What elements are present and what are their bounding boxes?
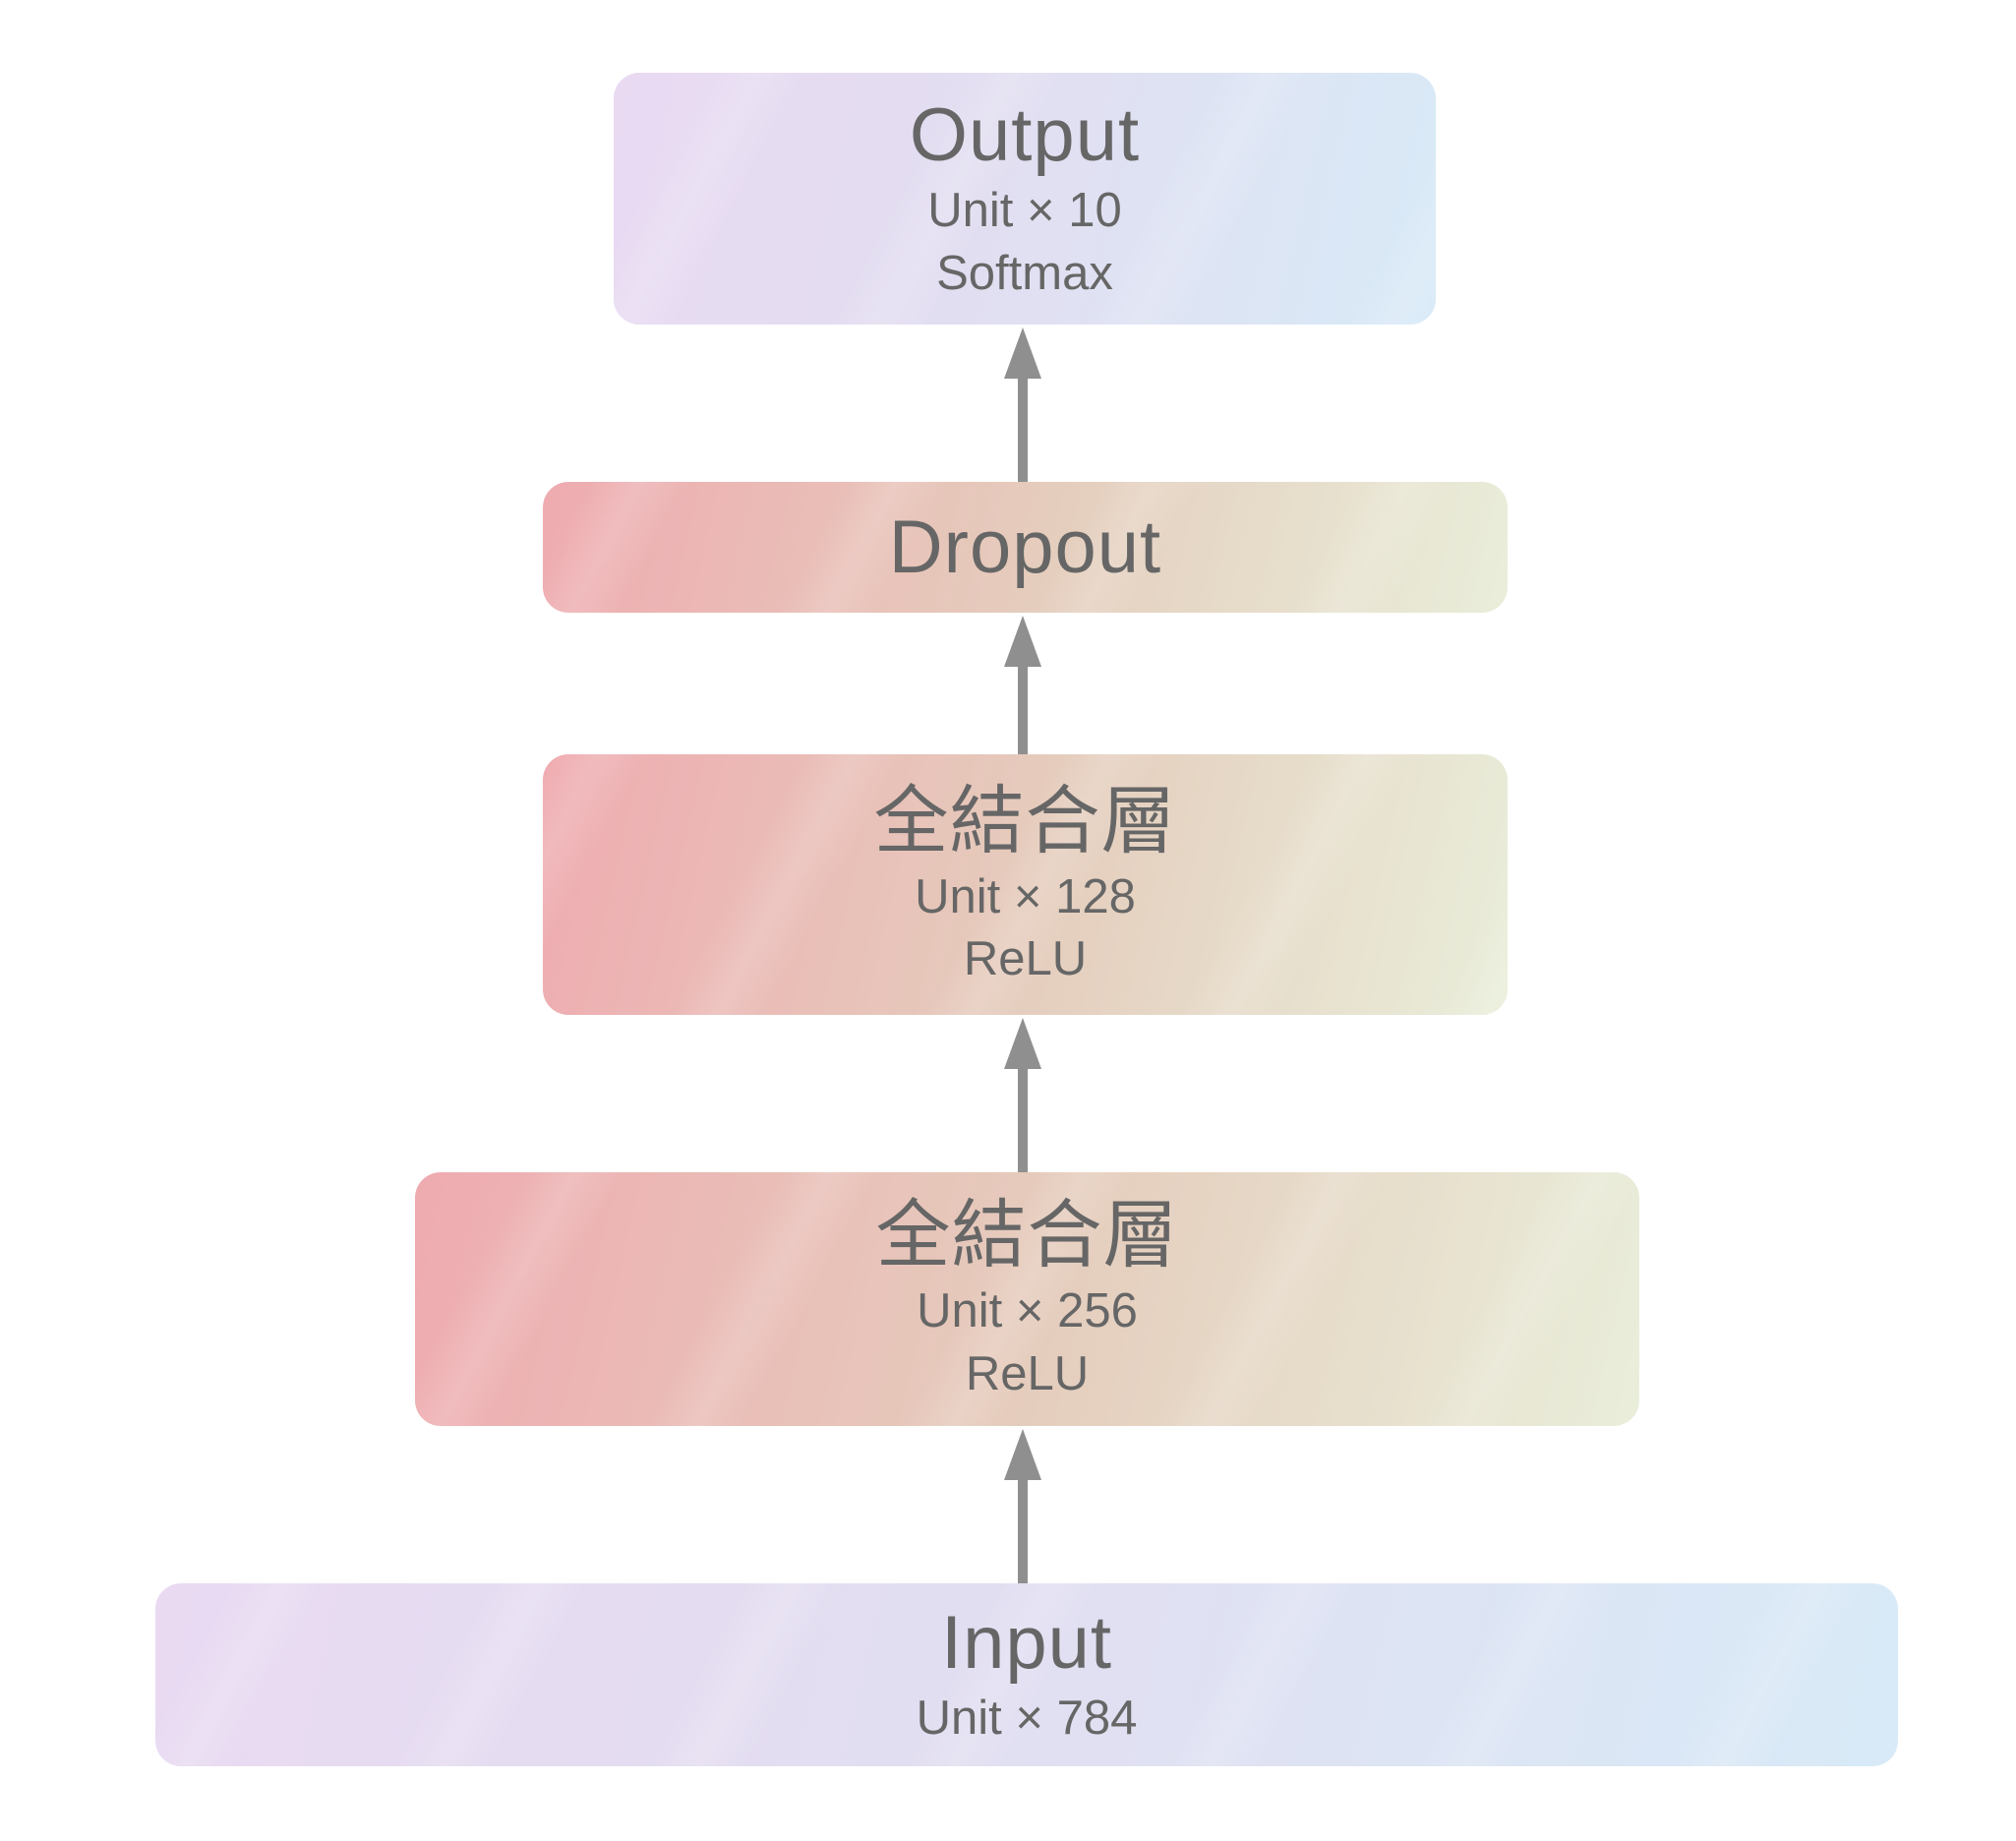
layer-subtitle: Unit × 10 bbox=[927, 184, 1122, 238]
layer-title: 全結合層 bbox=[873, 779, 1177, 863]
layer-subtitle: Unit × 256 bbox=[917, 1284, 1138, 1338]
arrow-shaft bbox=[1018, 667, 1028, 754]
arrow-up-icon bbox=[1004, 327, 1041, 482]
arrow-head bbox=[1004, 327, 1041, 379]
arrow-shaft bbox=[1018, 1069, 1028, 1172]
layer-subtitle: Softmax bbox=[936, 246, 1113, 300]
arrow-shaft bbox=[1018, 379, 1028, 482]
layer-title: Dropout bbox=[888, 505, 1162, 589]
layer-title: Output bbox=[909, 93, 1141, 178]
layer-box-dense-128: 全結合層 Unit × 128 ReLU bbox=[543, 754, 1508, 1015]
arrow-head bbox=[1004, 616, 1041, 667]
layer-title: 全結合層 bbox=[875, 1194, 1179, 1278]
layer-subtitle: Unit × 784 bbox=[916, 1691, 1138, 1745]
arrow-shaft bbox=[1018, 1480, 1028, 1583]
layer-box-output: Output Unit × 10 Softmax bbox=[614, 73, 1436, 325]
arrow-up-icon bbox=[1004, 1018, 1041, 1172]
layer-subtitle: ReLU bbox=[965, 1346, 1090, 1400]
arrow-up-icon bbox=[1004, 616, 1041, 754]
arrow-head bbox=[1004, 1429, 1041, 1480]
layer-box-input: Input Unit × 784 bbox=[155, 1583, 1898, 1766]
layer-title: Input bbox=[940, 1601, 1113, 1686]
arrow-up-icon bbox=[1004, 1429, 1041, 1583]
layer-box-dropout: Dropout bbox=[543, 482, 1508, 613]
layer-subtitle: ReLU bbox=[963, 932, 1088, 986]
arrow-head bbox=[1004, 1018, 1041, 1069]
layer-subtitle: Unit × 128 bbox=[915, 869, 1136, 923]
layer-box-dense-256: 全結合層 Unit × 256 ReLU bbox=[415, 1172, 1639, 1426]
